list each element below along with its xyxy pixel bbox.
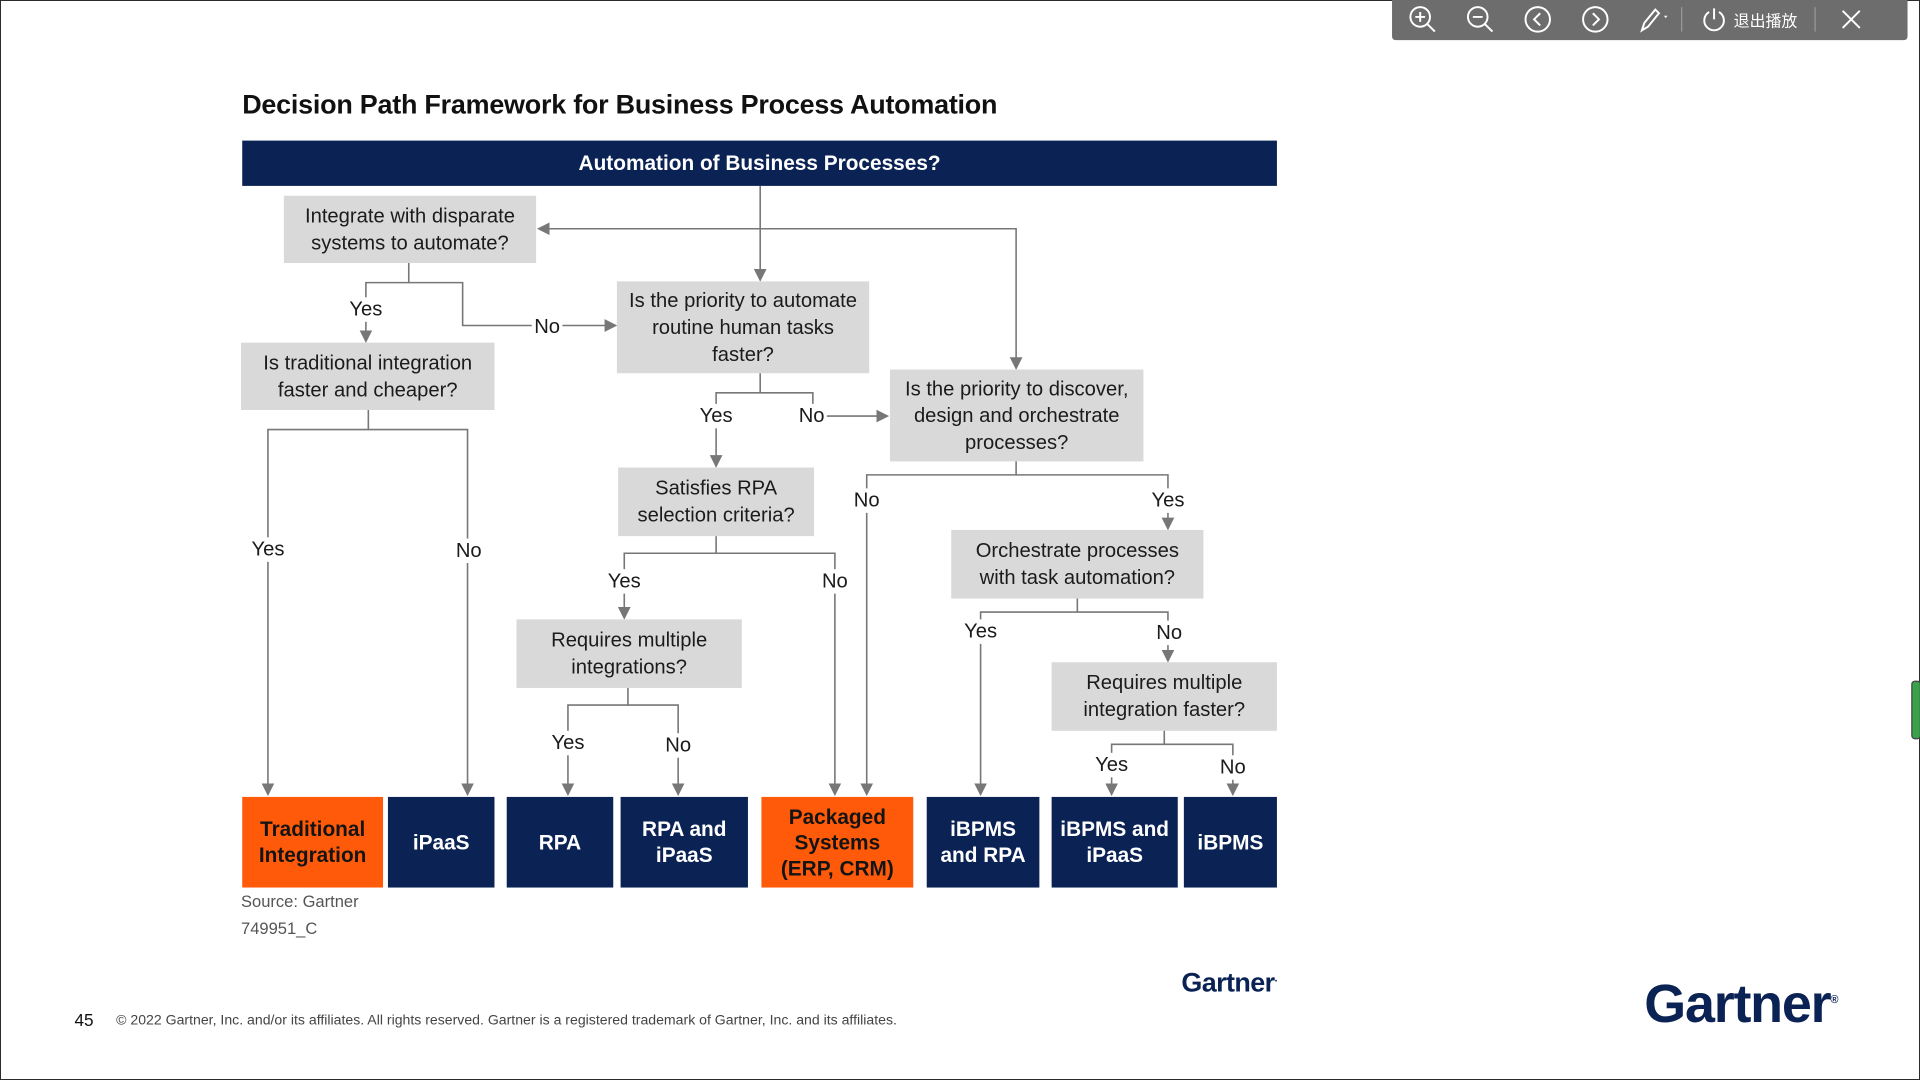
question-rpa-criteria: Satisfies RPA selection criteria? [618,467,815,537]
outcome-ibpms-and-rpa: iBPMS and RPA [926,796,1040,888]
zoom-out-icon[interactable] [1459,1,1501,38]
label-no: No [1153,620,1185,646]
label-yes: Yes [697,403,736,429]
source-note: Source: Gartner [241,892,359,911]
next-icon[interactable] [1574,1,1616,38]
page-number: 45 [74,1009,94,1030]
toolbar-divider [1814,7,1816,32]
label-yes: Yes [1149,488,1187,513]
question-multiple-integration-faster: Requires multiple integration faster? [1051,662,1277,731]
label-yes: Yes [549,730,587,756]
question-traditional-integration: Is traditional integration faster and ch… [241,342,495,410]
outcome-rpa: RPA [506,796,614,888]
question-multiple-integrations: Requires multiple integrations? [516,619,742,688]
previous-icon[interactable] [1517,1,1559,38]
exit-slideshow-button[interactable]: 退出播放 [1699,5,1797,34]
outcome-ibpms: iBPMS [1183,796,1277,888]
outcome-rpa-and-ipaas: RPA and iPaaS [620,796,748,888]
scrollbar-thumb[interactable] [1911,680,1920,740]
label-yes: Yes [346,297,385,322]
question-orchestrate-processes: Is the priority to discover, design and … [889,369,1144,462]
exit-slideshow-label: 退出播放 [1733,12,1798,32]
label-no: No [851,488,883,513]
gartner-logo-small: Gartner. [1181,967,1277,998]
outcome-packaged-systems: Packaged Systems (ERP, CRM) [761,796,914,888]
label-no: No [1217,755,1249,780]
label-no: No [453,538,485,564]
question-task-automation: Orchestrate processes with task automati… [951,529,1204,599]
label-no: No [796,403,827,429]
toolbar-divider [1681,7,1683,32]
slideshow-toolbar: 退出播放 [1392,0,1908,41]
question-automate-human-tasks: Is the priority to automate routine huma… [616,281,870,374]
label-no: No [819,569,851,594]
pen-icon[interactable] [1632,1,1674,38]
power-icon [1703,8,1725,32]
label-no: No [531,314,563,339]
zoom-in-icon[interactable] [1402,1,1444,38]
label-yes: Yes [249,537,287,562]
root-question-bar: Automation of Business Processes? [242,140,1277,186]
outcome-ibpms-and-ipaas: iBPMS and iPaaS [1051,796,1178,888]
label-no: No [662,733,694,758]
slide-title: Decision Path Framework for Business Pro… [242,89,998,120]
outcome-traditional-integration: Traditional Integration [242,796,384,888]
figure-code: 749951_C [241,919,318,938]
label-yes: Yes [605,569,644,594]
outcome-ipaas: iPaaS [387,796,495,888]
label-yes: Yes [1092,752,1131,778]
label-yes: Yes [961,619,1000,644]
close-icon[interactable] [1830,1,1872,38]
gartner-logo: Gartner® [1644,974,1838,1035]
copyright-footer: © 2022 Gartner, Inc. and/or its affiliat… [116,1013,897,1029]
question-integrate-disparate: Integrate with disparate systems to auto… [283,195,537,264]
